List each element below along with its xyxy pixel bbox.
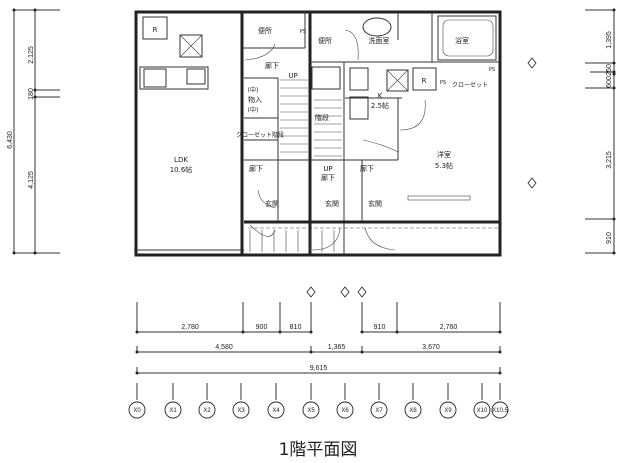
label-hall-mid: 廊下 — [321, 173, 335, 182]
label-ldk-area: 10.6帖 — [170, 165, 193, 174]
bathtub — [437, 15, 497, 61]
grid-axis-label: X3 — [237, 408, 245, 414]
grid-axis-label: X1 — [169, 408, 177, 414]
dim-lower: 4,125 — [28, 171, 35, 189]
skylight-1 — [179, 34, 203, 58]
grid-axis-label: X8 — [409, 408, 417, 414]
doors — [244, 29, 426, 251]
grid-axis-label: X6 — [341, 408, 349, 414]
walls — [134, 10, 502, 257]
dim-total-height: 6,430 — [7, 131, 14, 149]
label-hall-top: 廊下 — [265, 61, 279, 70]
grid-axis-label: X0 — [133, 408, 141, 414]
grid-axis-circle — [473, 401, 491, 419]
r-box-1 — [142, 16, 168, 40]
grid-axis-circle — [491, 401, 509, 419]
label-kitchen-area: 2.5帖 — [371, 101, 389, 110]
grid-axis-circle — [267, 401, 285, 419]
label-entry-2: 玄関 — [325, 199, 339, 208]
dim-upper: 2,125 — [28, 46, 35, 64]
label-western-area: 5.3帖 — [435, 161, 453, 170]
dim-bottom-label: 900 — [256, 324, 268, 331]
dim-mid: 180 — [28, 88, 35, 100]
label-r1: R — [153, 26, 158, 34]
dim-bottom-label: 810 — [290, 324, 302, 331]
room-labels: R 便所 PS 便所 洗面室 浴室 廊下 UP (中) 物入 (中) クローゼッ… — [153, 26, 496, 208]
grid-axis-circle — [164, 401, 182, 419]
label-hall-right: 廊下 — [360, 164, 374, 173]
label-up-2: UP — [323, 165, 332, 173]
label-hall-left: 廊下 — [249, 164, 263, 173]
grid-axis-circle — [370, 401, 388, 419]
grid-axis-circle — [302, 401, 320, 419]
r-box-2 — [412, 67, 437, 91]
label-ps-1: PS — [300, 29, 306, 35]
grid-axis-circle — [439, 401, 457, 419]
fixtures — [139, 15, 498, 229]
label-western: 洋室 — [437, 150, 451, 159]
label-entry-3: 玄関 — [368, 199, 382, 208]
dim-bottom-label: 910 — [374, 324, 386, 331]
drawing-title: 1階平面図 — [279, 440, 358, 460]
label-storage: 物入 — [248, 95, 262, 104]
grid-axis-label: X7 — [375, 408, 383, 414]
dim-bottom-label: 1,365 — [328, 344, 346, 351]
grid-axis-circle — [404, 401, 422, 419]
dim-bottom-label: 4,580 — [215, 344, 233, 351]
grid-axes: X0 X1 X2 X3 X4 X5 X6 X7 X8 X9 X10 X10.5 — [128, 383, 509, 419]
dim-r5: 910 — [606, 232, 613, 244]
grid-axis-circle — [336, 401, 354, 419]
dim-bottom-label: 2,760 — [440, 324, 458, 331]
label-storage-mid-2: (中) — [248, 106, 259, 114]
kitchen-counter — [139, 66, 209, 90]
label-washroom: 洗面室 — [369, 36, 390, 45]
label-closet: クローゼット — [452, 81, 488, 89]
label-closet-stairs: クローゼット階段 — [236, 131, 284, 139]
bottom-dimensions: 2,780 900 810 910 2,760 4,580 1,365 3,670 9,615 — [135, 302, 502, 375]
dim-r3: 600 — [606, 76, 613, 88]
label-r2: R — [422, 77, 427, 85]
label-toilet-1: 便所 — [258, 26, 272, 35]
grid-axis-circle — [128, 401, 146, 419]
label-kitchen: K — [378, 92, 383, 100]
dim-r2: 250 — [606, 64, 613, 76]
grid-axis-label: X9 — [444, 408, 452, 414]
grid-axis-label: X4 — [272, 408, 280, 414]
label-bath: 浴室 — [455, 36, 469, 45]
grid-axis-circle — [198, 401, 216, 419]
label-ldk: LDK — [174, 156, 188, 164]
dim-r1: 1,395 — [606, 31, 613, 49]
left-dimensions: 6,430 2,125 180 4,125 — [7, 8, 60, 255]
grid-axis-label: X10 — [477, 408, 488, 414]
section-markers — [306, 57, 537, 298]
dim-bottom-label: 3,670 — [422, 344, 440, 351]
right-dimensions: 1,395 250 600 3,215 910 — [585, 8, 616, 255]
label-entry-1: 玄関 — [265, 199, 279, 208]
dim-bottom-label: 9,615 — [310, 365, 328, 372]
label-ps-3: PS — [489, 67, 495, 73]
label-toilet-2: 便所 — [318, 36, 332, 45]
label-storage-mid-1: (中) — [248, 86, 259, 94]
grid-axis-label: X2 — [203, 408, 211, 414]
dim-r4: 3,215 — [606, 151, 613, 169]
wash-basin — [362, 17, 392, 37]
grid-axis-label: X5 — [307, 408, 315, 414]
label-ps-2: PS — [440, 80, 446, 86]
grid-axis-label: X10.5 — [492, 408, 508, 414]
grid-axis-circle — [232, 401, 250, 419]
stairs-drawing — [249, 79, 342, 252]
label-stairs: 階段 — [315, 113, 329, 122]
dim-bottom-label: 2,780 — [181, 324, 199, 331]
label-up-1: UP — [288, 72, 297, 80]
